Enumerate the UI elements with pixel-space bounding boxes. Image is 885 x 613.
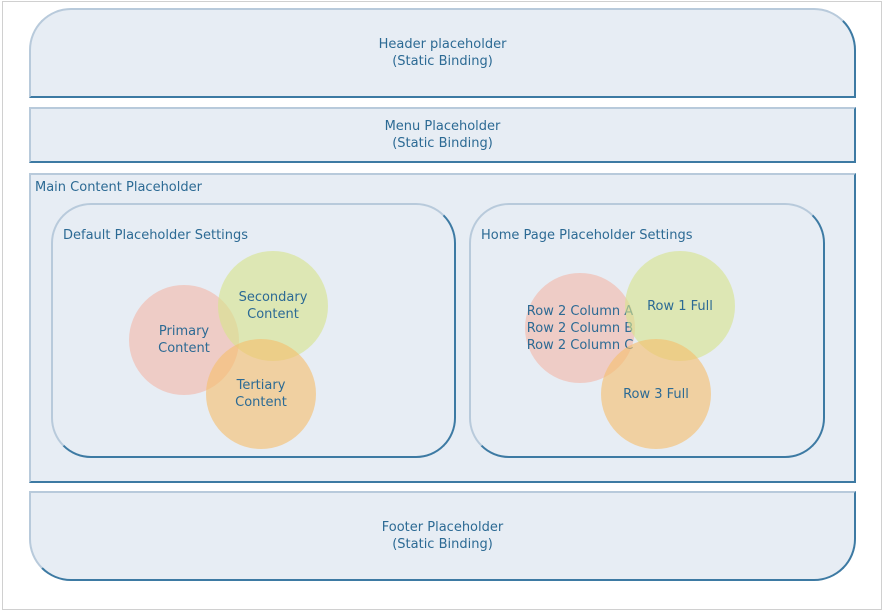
- menu-subtitle: (Static Binding): [392, 136, 493, 151]
- tertiary-line2: Content: [235, 395, 287, 410]
- row-3-circle: Row 3 Full: [601, 339, 711, 449]
- row2-col-c: Row 2 Column C: [526, 337, 634, 353]
- primary-line2: Content: [158, 341, 210, 356]
- header-title: Header placeholder: [378, 37, 507, 52]
- row1-full: Row 1 Full: [647, 298, 713, 314]
- footer-placeholder: Footer Placeholder (Static Binding): [29, 491, 856, 581]
- header-subtitle: (Static Binding): [392, 54, 493, 69]
- tertiary-content-circle: Tertiary Content: [206, 339, 316, 449]
- row3-full: Row 3 Full: [623, 386, 689, 402]
- secondary-line2: Content: [247, 307, 299, 322]
- menu-placeholder: Menu Placeholder (Static Binding): [29, 107, 856, 163]
- tertiary-line1: Tertiary: [236, 378, 286, 393]
- header-placeholder: Header placeholder (Static Binding): [29, 8, 856, 98]
- row-2-circle: Row 2 Column A Row 2 Column B Row 2 Colu…: [525, 273, 635, 383]
- main-content-placeholder: Main Content Placeholder Default Placeho…: [29, 173, 856, 483]
- row2-col-a: Row 2 Column A: [526, 303, 634, 319]
- menu-title: Menu Placeholder: [384, 119, 501, 134]
- default-settings-title: Default Placeholder Settings: [63, 228, 249, 243]
- footer-subtitle: (Static Binding): [392, 537, 493, 552]
- footer-title: Footer Placeholder: [381, 520, 504, 535]
- secondary-line1: Secondary: [238, 290, 308, 305]
- default-placeholder-settings: Default Placeholder Settings Primary Con…: [51, 203, 456, 458]
- row-1-circle: Row 1 Full: [625, 251, 735, 361]
- home-settings-title: Home Page Placeholder Settings: [481, 228, 693, 243]
- home-page-placeholder-settings: Home Page Placeholder Settings Row 2 Col…: [469, 203, 825, 458]
- main-content-title: Main Content Placeholder: [35, 180, 202, 195]
- row2-col-b: Row 2 Column B: [526, 320, 634, 336]
- primary-line1: Primary: [158, 324, 210, 339]
